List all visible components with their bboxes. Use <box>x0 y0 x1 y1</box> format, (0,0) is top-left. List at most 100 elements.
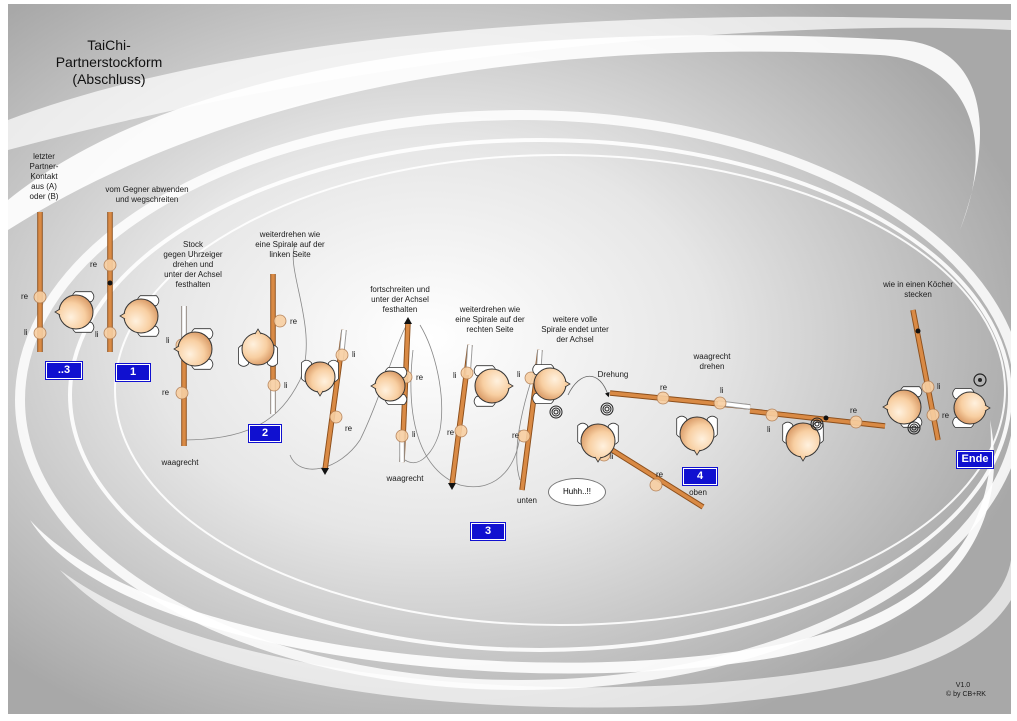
step-badge-end: Ende <box>957 451 993 468</box>
head <box>785 422 821 458</box>
hand-grip <box>329 410 343 424</box>
hand-label-li: li <box>453 371 457 380</box>
head <box>241 332 275 366</box>
credit-label: © by CB+RK <box>946 691 986 698</box>
step-5-label: weiterdrehen wie eine Spirale auf der re… <box>455 305 525 334</box>
person-figure <box>238 328 278 367</box>
hand-grip <box>103 258 117 272</box>
step-8-label: waagrecht drehen <box>693 352 731 371</box>
head <box>123 298 159 334</box>
hand-label-re: re <box>656 470 664 479</box>
hand-label-re: re <box>345 424 353 433</box>
step-badge-1: 1 <box>116 364 150 381</box>
spiral-mark <box>909 423 919 433</box>
nose <box>984 404 991 412</box>
spiral-mark <box>553 409 559 415</box>
hand-label-re: re <box>21 292 29 301</box>
target-mark <box>973 373 987 387</box>
pivot-dot <box>823 415 829 421</box>
step-4-label: fortschreiten und unter der Achsel festh… <box>370 285 430 314</box>
hand-grip <box>460 366 474 380</box>
step-badge-3: 3 <box>471 523 505 540</box>
step-1-label: vom Gegner abwenden und wegschreiten <box>105 185 189 204</box>
hand-label-re: re <box>660 383 668 392</box>
hand-label-li: li <box>166 336 170 345</box>
person-figure <box>54 291 95 333</box>
page-title: TaiChi-Partnerstockform (Abschluss) <box>34 37 184 88</box>
head <box>679 416 715 452</box>
person-figure <box>473 365 514 407</box>
head <box>177 331 213 367</box>
spiral-mark <box>549 405 563 419</box>
hand-label-li: li <box>517 370 521 379</box>
staff <box>595 438 704 509</box>
hand-grip <box>33 326 47 340</box>
hand-grip <box>713 396 727 410</box>
note-oben: oben <box>689 488 707 497</box>
nose <box>316 390 324 397</box>
hand-label-li: li <box>720 386 724 395</box>
hand-label-li: li <box>412 430 416 439</box>
hand-label-li: li <box>352 350 356 359</box>
hand-label-re: re <box>416 373 424 382</box>
step-badge-2: 2 <box>249 425 281 442</box>
pivot-dot <box>915 328 921 334</box>
hand-grip <box>33 290 47 304</box>
head <box>953 391 987 425</box>
hand-label-li: li <box>284 381 288 390</box>
hand-label-re: re <box>850 406 858 415</box>
person-figure <box>173 328 214 370</box>
nose <box>370 382 377 390</box>
target-center <box>978 378 982 382</box>
nose <box>119 312 126 320</box>
note-waagrecht-1: waagrecht <box>161 458 199 467</box>
hand-grip <box>849 415 863 429</box>
nose <box>693 449 701 456</box>
step-2-label: Stock gegen Uhrzeiger drehen und unter d… <box>163 240 223 289</box>
spiral-mark <box>911 425 917 431</box>
version-label: V1.0 <box>955 682 971 689</box>
person-figure <box>882 386 923 428</box>
person-figure <box>676 415 718 456</box>
hand-label-re: re <box>90 260 98 269</box>
hand-grip <box>656 391 670 405</box>
hand-grip <box>517 429 531 443</box>
hand-grip <box>765 408 779 422</box>
hand-grip <box>454 424 468 438</box>
step-badge-4: 4 <box>683 468 717 485</box>
hand-grip <box>921 380 935 394</box>
spiral-mark <box>604 406 610 412</box>
head <box>533 367 567 401</box>
hand-grip <box>335 348 349 362</box>
hand-label-li: li <box>610 452 614 461</box>
step-0-label: letzter Partner- Kontakt aus (A) oder (B… <box>29 152 59 201</box>
step-9-label: wie in einen Köcher stecken <box>883 280 953 299</box>
hand-label-re: re <box>162 388 170 397</box>
nose <box>254 328 262 335</box>
person-figure <box>577 422 619 463</box>
hand-grip <box>649 478 663 492</box>
head <box>374 370 406 402</box>
person-figure <box>119 295 160 337</box>
spiral-mark <box>600 402 614 416</box>
nose <box>594 456 602 463</box>
staff-tip-arrow <box>404 317 412 324</box>
person-figure <box>301 359 339 397</box>
nose <box>564 380 571 388</box>
spiral-mark <box>907 421 921 435</box>
step-3-label: weiterdrehen wie eine Spirale auf der li… <box>255 230 325 259</box>
staff-tip-arrow <box>321 468 329 475</box>
hand-label-re: re <box>942 411 950 420</box>
hand-grip <box>926 408 940 422</box>
nose <box>54 308 61 316</box>
pivot-dot <box>107 280 113 286</box>
hand-label-re: re <box>447 428 455 437</box>
staff-tip-arrow <box>448 483 456 490</box>
hand-label-li: li <box>767 425 771 434</box>
hand-label-re: re <box>512 431 520 440</box>
nose <box>882 403 889 411</box>
head <box>886 389 922 425</box>
